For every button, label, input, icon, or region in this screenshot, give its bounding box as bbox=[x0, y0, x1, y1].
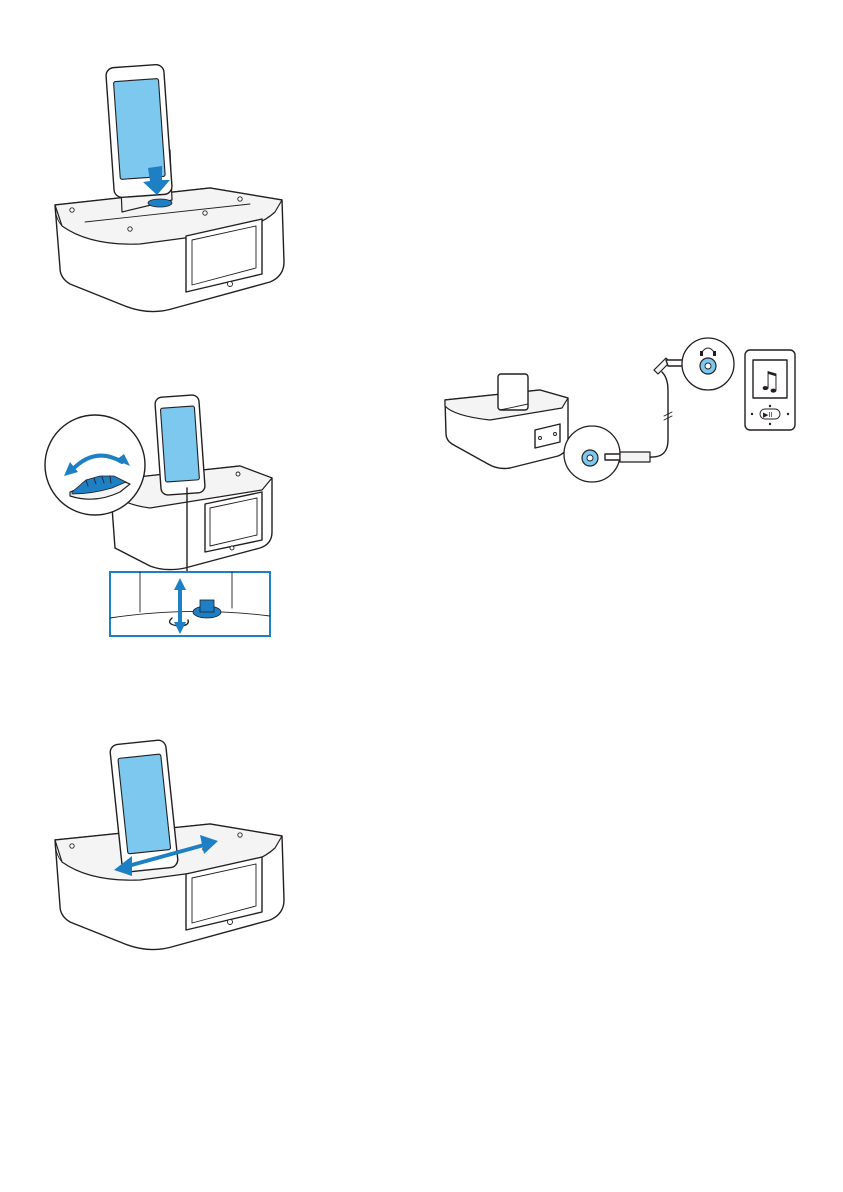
zoom-circle bbox=[45, 415, 145, 515]
aux-connection-illustration: ♫ ▶II bbox=[440, 330, 800, 490]
player-screen bbox=[160, 406, 199, 482]
dock-slide-illustration bbox=[0, 730, 330, 1010]
player-screen bbox=[113, 79, 165, 180]
dock-connector bbox=[148, 199, 172, 207]
play-pause-label: ▶II bbox=[763, 411, 773, 419]
music-note-icon: ♫ bbox=[758, 367, 781, 397]
dock-adjust-illustration bbox=[0, 380, 330, 650]
figure-aux-in-connection: ♫ ▶II bbox=[440, 330, 800, 490]
figure-dock-adjust-support bbox=[0, 380, 330, 650]
player-screen bbox=[118, 754, 171, 854]
figure-dock-insert-player bbox=[0, 0, 330, 330]
figure-dock-slide-connector bbox=[0, 730, 330, 1010]
detail-inset bbox=[110, 572, 270, 636]
dock-speaker-illustration bbox=[0, 0, 330, 330]
aux-plug bbox=[620, 452, 650, 462]
